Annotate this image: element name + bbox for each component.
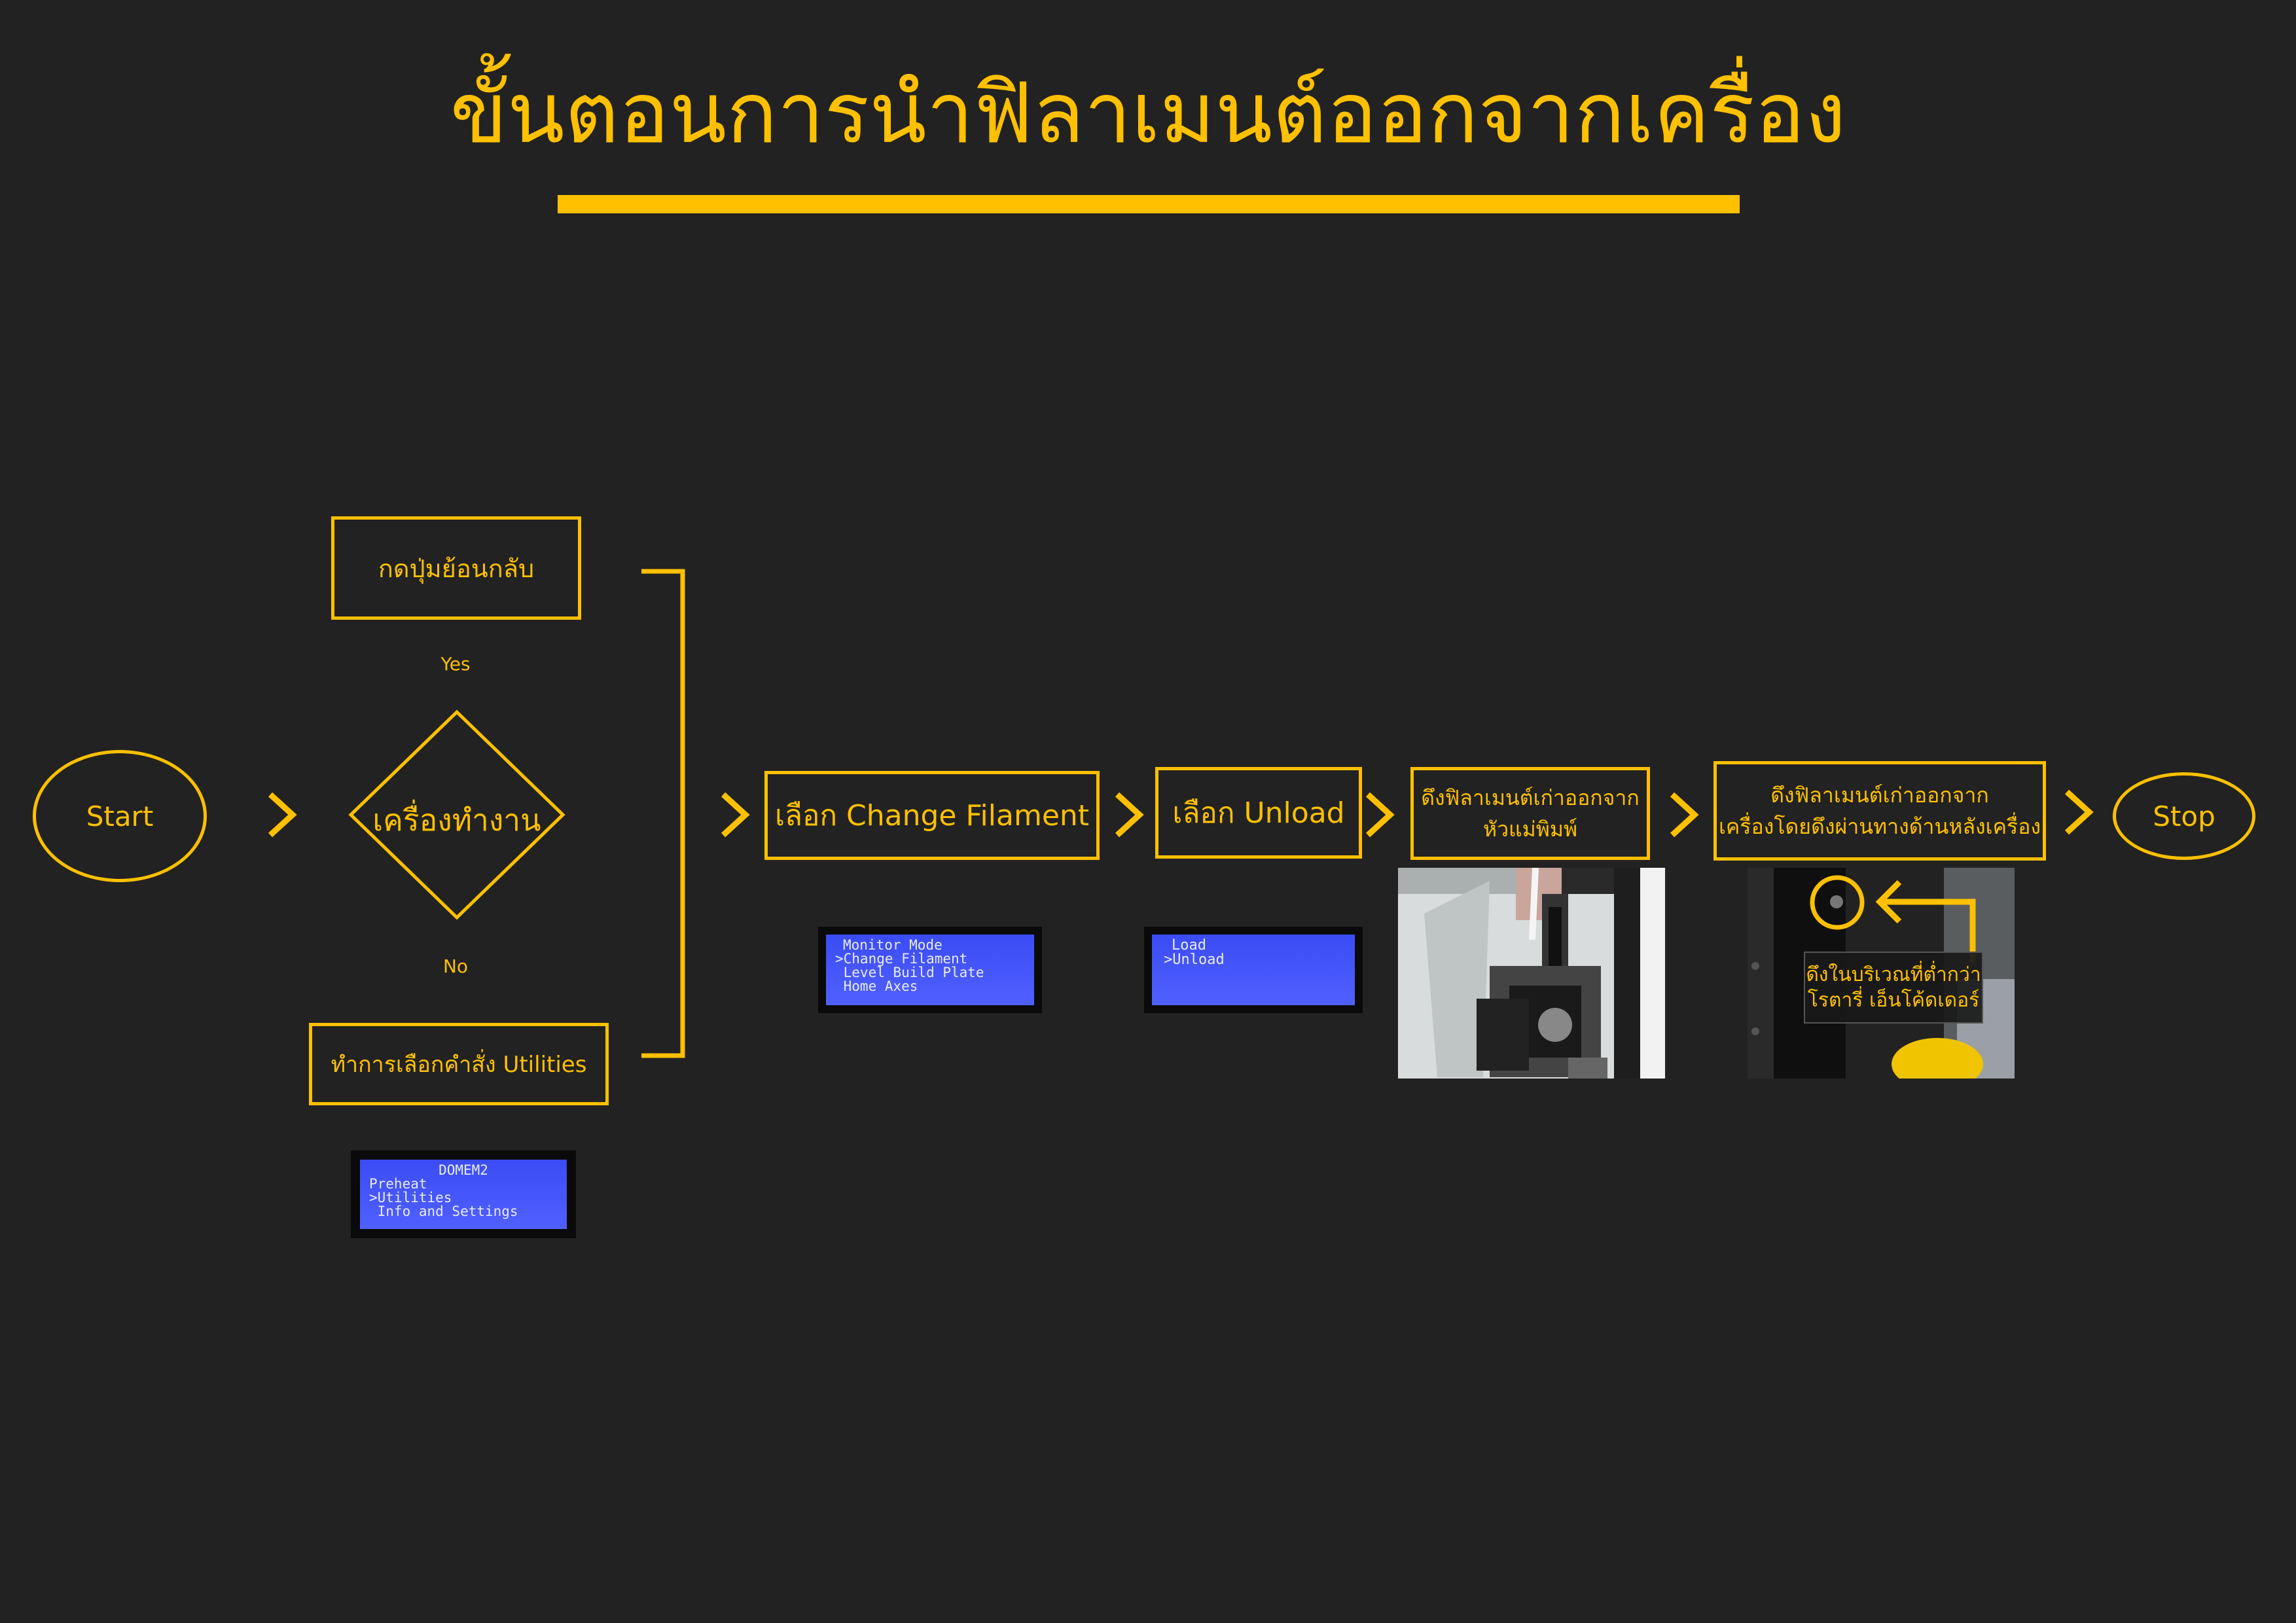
no-label: No — [442, 955, 469, 977]
lcd-main-menu: DOMEM2 Preheat >Utilities Info and Setti… — [351, 1150, 576, 1238]
print-head-photo — [1398, 868, 1665, 1079]
chevron-right-icon — [1670, 792, 1699, 838]
lcd-line: DOMEM2 — [439, 1162, 488, 1178]
pull-from-back-line1: ดึงฟิลาเมนต์เก่าออกจาก — [1770, 783, 1989, 808]
stop-node: Stop — [2113, 772, 2255, 860]
chevron-right-icon — [2064, 789, 2094, 835]
lcd-line: >Change Filament — [835, 951, 968, 967]
yes-label: Yes — [440, 653, 471, 675]
lcd-utilities-menu: Monitor Mode >Change Filament Level Buil… — [818, 927, 1042, 1013]
chevron-right-icon — [1365, 792, 1395, 838]
change-filament-step: เลือก Change Filament — [764, 771, 1100, 860]
chevron-right-icon — [1115, 792, 1144, 838]
decision-diamond — [348, 709, 565, 920]
lcd-line: Load — [1172, 937, 1206, 954]
lcd-line: Preheat — [369, 1176, 427, 1192]
title-underline — [558, 195, 1740, 213]
unload-step-label: เลือก Unload — [1172, 796, 1345, 830]
stop-label: Stop — [2153, 800, 2215, 832]
chevron-right-icon — [721, 792, 750, 838]
change-filament-step-label: เลือก Change Filament — [774, 799, 1090, 832]
back-button-step: กดปุ่มย้อนกลับ — [331, 516, 581, 620]
pull-from-head-step: ดึงฟิลาเมนต์เก่าออกจาก หัวแม่พิมพ์ — [1410, 767, 1650, 860]
lcd-change-filament-menu: Load >Unload — [1144, 927, 1363, 1013]
highlight-circle-icon — [1810, 875, 1865, 930]
pull-from-back-step: ดึงฟิลาเมนต์เก่าออกจาก เครื่องโดยดึงผ่าน… — [1713, 761, 2046, 861]
utilities-step-label: ทำการเลือกคำสั่ง Utilities — [331, 1052, 587, 1078]
start-label: Start — [86, 800, 154, 832]
utilities-step: ทำการเลือกคำสั่ง Utilities — [309, 1023, 609, 1105]
photo-caption-line1: ดึงในบริเวณที่ต่ำกว่า — [1806, 963, 1981, 986]
start-node: Start — [33, 750, 207, 882]
lcd-line: Home Axes — [835, 978, 918, 994]
lcd-line: Info and Settings — [369, 1204, 518, 1219]
pull-from-head-line2: หัวแม่พิมพ์ — [1482, 817, 1578, 842]
lcd-line: >Unload — [1164, 952, 1225, 968]
arrow-icon — [1875, 880, 1976, 962]
decision-label: เครื่องทำงาน — [372, 802, 541, 838]
page-title: ขั้นตอนการนำฟิลาเมนต์ออกจากเครื่อง — [450, 65, 1846, 162]
chevron-right-icon — [268, 792, 297, 838]
photo-caption: ดึงในบริเวณที่ต่ำกว่า โรตารี่ เอ็นโค้ดเด… — [1804, 952, 1983, 1024]
pull-from-back-line2: เครื่องโดยดึงผ่านทางด้านหลังเครื่อง — [1718, 814, 2041, 839]
back-button-step-label: กดปุ่มย้อนกลับ — [378, 554, 535, 583]
bracket-connector — [641, 569, 685, 1058]
photo-caption-line2: โรตารี่ เอ็นโค้ดเดอร์ — [1807, 989, 1980, 1012]
lcd-line: Monitor Mode — [843, 937, 942, 953]
lcd-line: Level Build Plate — [835, 965, 984, 980]
lcd-line: >Utilities — [369, 1190, 452, 1205]
pull-from-head-line1: ดึงฟิลาเมนต์เก่าออกจาก — [1421, 785, 1640, 810]
unload-step: เลือก Unload — [1155, 767, 1362, 859]
